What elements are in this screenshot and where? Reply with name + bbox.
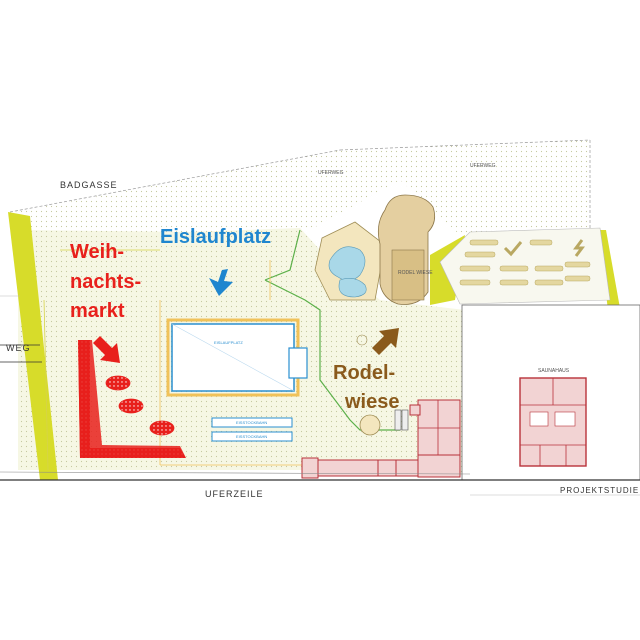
arrow-down-right-icon (93, 336, 120, 363)
label-eisstock-2: EISSTOCKBAHN (236, 434, 268, 439)
left-green-strip (8, 212, 58, 480)
label-eislaufplatz: Eislaufplatz (160, 226, 272, 248)
label-weihnachtsmarkt-line1: Weih- (70, 241, 125, 263)
upper-meadow (10, 140, 590, 235)
green-path (264, 279, 400, 431)
street-uferweg-2: UFERWEG (470, 163, 496, 169)
label-eisstock-1: EISSTOCKBAHN (236, 420, 268, 425)
arrow-up-right-icon (372, 328, 399, 355)
market-stand-circles (105, 375, 175, 436)
curling-lane-1 (211, 417, 293, 428)
curling-lane-2 (211, 431, 293, 442)
label-eislaufplatz-inner: EISLAUFPLATZ (214, 340, 243, 345)
street-uferweg-1: UFERWEG (318, 170, 344, 176)
label-weihnachtsmarkt-line3: markt (70, 300, 125, 322)
street-uferzeile: UFERZEILE (205, 489, 264, 499)
label-rodelwiese-line1: Rodel- (333, 362, 396, 384)
parking-rows (459, 239, 591, 286)
label-rodelwiese-line2: wiese (345, 391, 400, 413)
arrow-down-left-icon (209, 269, 233, 296)
street-weg: WEG (6, 343, 31, 353)
label-weihnachtsmarkt-line2: nachts- (70, 271, 142, 293)
label-rodel-building: RODEL WIESE (398, 270, 433, 276)
round-pavilion (359, 414, 381, 436)
service-buildings (301, 399, 461, 479)
label-saunahaus: SAUNAHAUS (538, 368, 570, 374)
street-badgasse: BADGASSE (60, 180, 118, 190)
label-projektstudie: PROJEKTSTUDIE (560, 486, 640, 495)
